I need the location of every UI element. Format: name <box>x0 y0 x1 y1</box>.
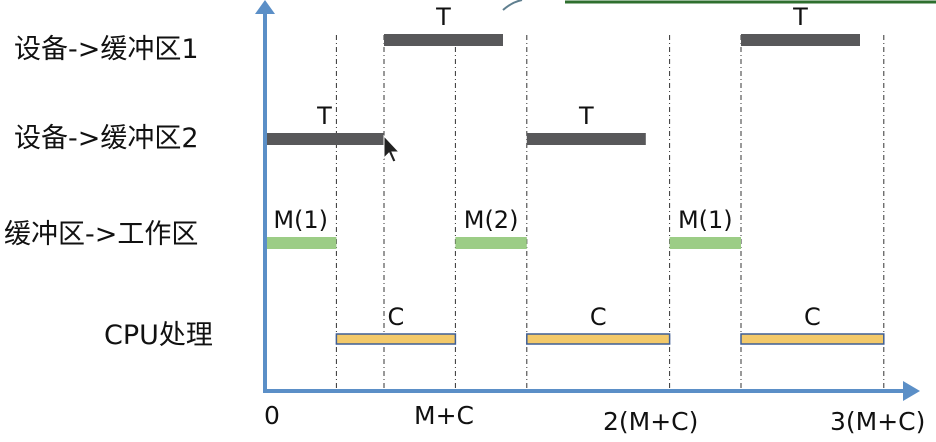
row-label-cpu-processing: CPU处理 <box>104 320 213 351</box>
bar-label: T <box>578 102 594 130</box>
bar-label: M(1) <box>678 206 733 234</box>
bar-c <box>526 333 671 345</box>
bar-t <box>384 34 503 46</box>
bar-m1 <box>669 237 741 249</box>
bar-label: C <box>804 303 821 331</box>
y-axis-arrow <box>255 0 275 14</box>
bar-m2 <box>455 237 527 249</box>
timeline-bars: T T T T M(1) M(2) M(1) C C C <box>265 3 885 345</box>
bar-t <box>741 34 860 46</box>
bar-t <box>526 133 646 145</box>
x-tick-m-plus-c: M+C <box>414 401 474 430</box>
bar-t <box>265 133 384 145</box>
x-tick-0: 0 <box>264 401 280 430</box>
bar-label: T <box>316 102 332 130</box>
bar-c <box>335 333 457 345</box>
bar-c <box>740 333 885 345</box>
bar-label: M(2) <box>464 206 519 234</box>
bar-m1 <box>265 237 337 249</box>
bar-label: T <box>792 3 808 31</box>
mouse-cursor-icon <box>383 134 401 163</box>
row-label-device-buffer1: 设备->缓冲区1 <box>14 34 199 65</box>
bar-label: C <box>590 303 607 331</box>
x-tick-2m-plus-c: 2(M+C) <box>603 407 698 436</box>
x-axis-arrow <box>903 381 920 401</box>
bar-label: M(1) <box>273 206 328 234</box>
x-tick-3m-plus-c: 3(M+C) <box>830 407 925 436</box>
row-label-buffer-workarea: 缓冲区->工作区 <box>4 219 198 250</box>
bar-label: C <box>388 303 405 331</box>
bar-label: T <box>435 3 451 31</box>
top-accent-curve <box>502 0 523 11</box>
row-label-device-buffer2: 设备->缓冲区2 <box>14 123 199 154</box>
